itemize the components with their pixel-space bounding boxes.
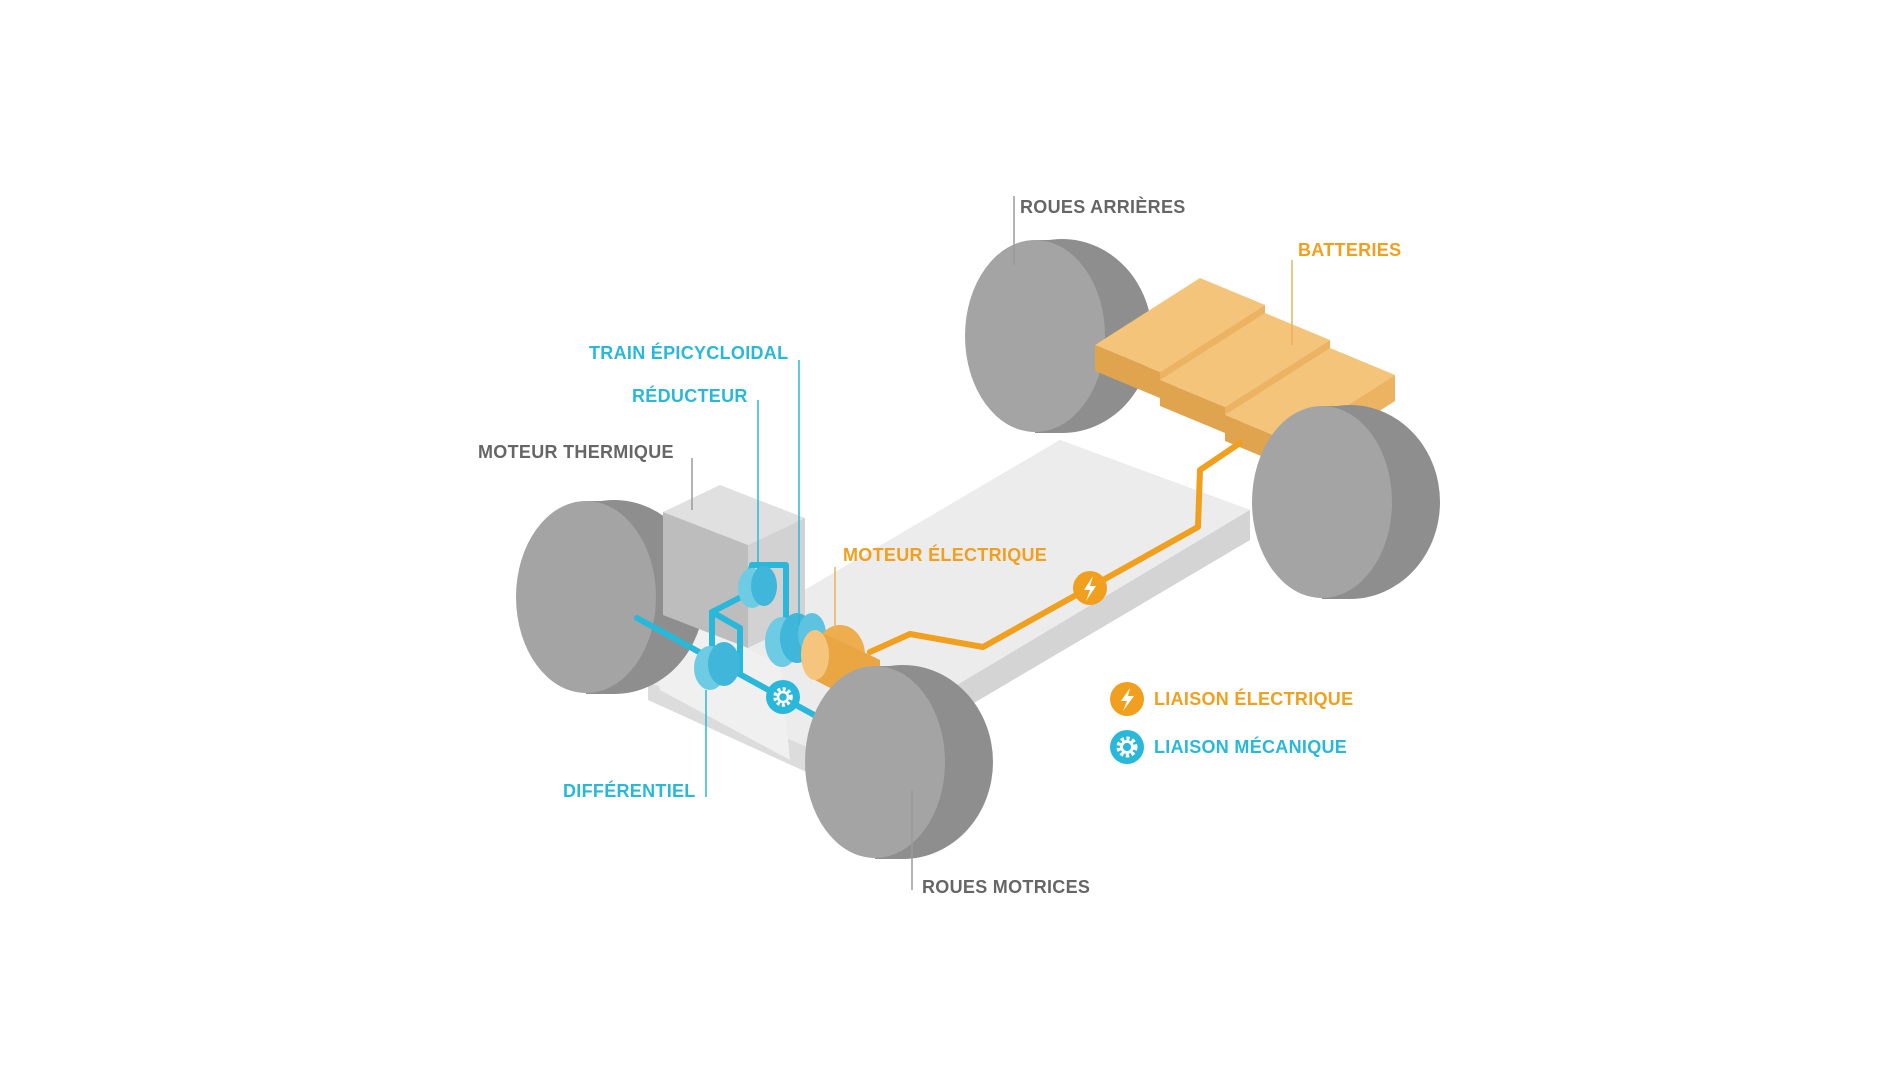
label-differentiel: DIFFÉRENTIEL <box>563 781 696 801</box>
rear-left-wheel <box>965 239 1152 433</box>
legend-mechanical-link: LIAISON MÉCANIQUE <box>1110 730 1347 764</box>
rear-right-wheel <box>1252 405 1440 599</box>
label-batteries: BATTERIES <box>1298 240 1402 260</box>
leader-lines <box>691 196 1293 890</box>
electrical-link-badge <box>1073 571 1107 605</box>
mechanical-link-badge <box>766 680 800 714</box>
label-reducteur: RÉDUCTEUR <box>632 386 748 406</box>
label-moteur-electrique: MOTEUR ÉLECTRIQUE <box>843 545 1048 565</box>
front-right-wheel <box>805 665 993 859</box>
legend-mechanical-label: LIAISON MÉCANIQUE <box>1154 737 1348 757</box>
front-left-wheel <box>516 500 704 694</box>
legend-electrical-label: LIAISON ÉLECTRIQUE <box>1154 689 1354 709</box>
gear-icon <box>1110 730 1144 764</box>
label-roues-arrieres: ROUES ARRIÈRES <box>1020 197 1186 217</box>
differential <box>694 642 740 690</box>
lightning-icon <box>1110 682 1144 716</box>
reducer <box>738 566 777 608</box>
label-moteur-thermique: MOTEUR THERMIQUE <box>478 442 674 462</box>
label-train-epicycloidal: TRAIN ÉPICYCLOIDAL <box>589 343 789 363</box>
label-roues-motrices: ROUES MOTRICES <box>922 877 1091 897</box>
legend-electrical-link: LIAISON ÉLECTRIQUE <box>1110 682 1353 716</box>
